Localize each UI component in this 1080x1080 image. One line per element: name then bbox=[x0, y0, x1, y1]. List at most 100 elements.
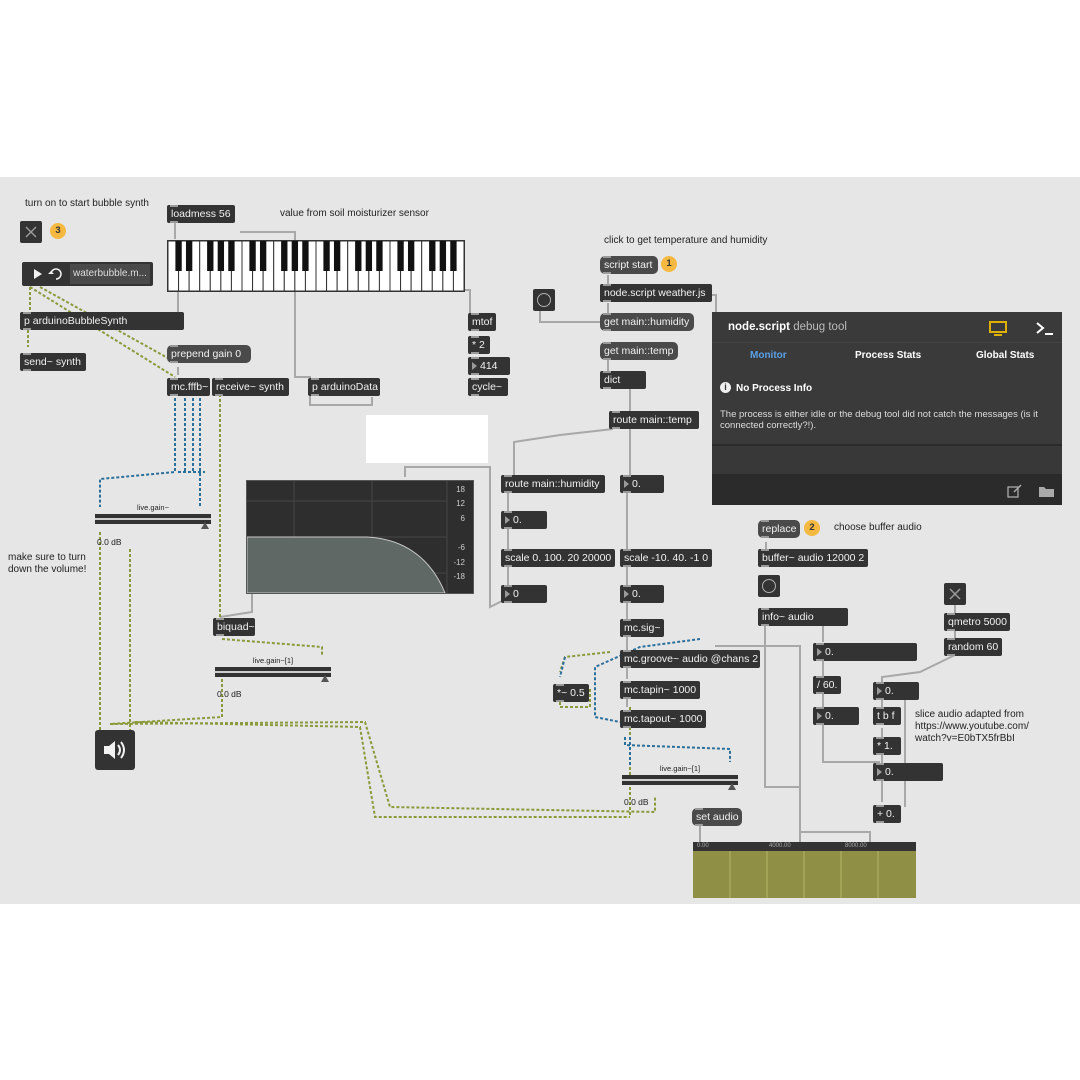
replace-message[interactable]: replace bbox=[758, 520, 800, 538]
step-badge-2: 2 bbox=[804, 520, 820, 536]
filter-scale-label: 6 bbox=[460, 514, 465, 523]
send-synth-object[interactable]: send~ synth bbox=[20, 353, 86, 371]
trigger-tbf-object[interactable]: t b f bbox=[873, 707, 901, 725]
mc-tapout-object[interactable]: mc.tapout~ 1000 bbox=[620, 710, 706, 728]
gain-slider-track[interactable] bbox=[622, 775, 738, 785]
waveform-display[interactable]: 0.00 4000.00 8000.00 bbox=[693, 842, 916, 898]
edit-icon[interactable] bbox=[1007, 484, 1023, 498]
tab-process-stats[interactable]: Process Stats bbox=[855, 350, 922, 361]
multiply-half-object[interactable]: *~ 0.5 bbox=[553, 684, 589, 702]
dict-object[interactable]: dict bbox=[600, 371, 646, 389]
piano-black-key bbox=[175, 241, 182, 271]
number-humidity-out[interactable]: 0 bbox=[501, 585, 547, 603]
gain-slider-track[interactable] bbox=[215, 667, 331, 677]
step-badge-3: 3 bbox=[50, 223, 66, 239]
tab-global-stats[interactable]: Global Stats bbox=[976, 350, 1035, 361]
bang-info[interactable] bbox=[758, 575, 780, 597]
set-audio-message[interactable]: set audio bbox=[692, 808, 742, 826]
scale-humidity-object[interactable]: scale 0. 100. 20 20000 bbox=[501, 549, 615, 567]
divide-60-object[interactable]: / 60. bbox=[813, 676, 841, 694]
piano-black-key bbox=[376, 241, 383, 271]
arduino-bubble-synth-object[interactable]: p arduinoBubbleSynth bbox=[20, 312, 184, 330]
folder-icon[interactable] bbox=[1038, 484, 1056, 498]
loadmess-object[interactable]: loadmess 56 bbox=[167, 205, 235, 223]
cycle-object[interactable]: cycle~ bbox=[468, 378, 508, 396]
monitor-icon[interactable] bbox=[988, 320, 1008, 336]
bang-button[interactable] bbox=[533, 289, 555, 311]
get-temp-message[interactable]: get main::temp bbox=[600, 342, 678, 360]
kslider-keyboard[interactable] bbox=[167, 240, 465, 292]
receive-synth-object[interactable]: receive~ synth bbox=[212, 378, 289, 396]
toggle-qmetro[interactable] bbox=[944, 583, 966, 605]
number-arrow-icon bbox=[624, 480, 629, 488]
step-badge-1: 1 bbox=[661, 256, 677, 272]
mc-tapin-object[interactable]: mc.tapin~ 1000 bbox=[620, 681, 700, 699]
scale-temp-object[interactable]: scale -10. 40. -1 0 bbox=[620, 549, 712, 567]
live-gain-main[interactable]: live.gain~ bbox=[95, 503, 211, 533]
number-arrow-icon bbox=[817, 712, 822, 720]
number-temp-out[interactable]: 0. bbox=[620, 585, 664, 603]
gain-knob-icon[interactable] bbox=[201, 522, 209, 529]
number-mult[interactable]: 0. bbox=[873, 763, 943, 781]
node-script-debug-tool: node.script debug tool Monitor Process S… bbox=[712, 312, 1062, 505]
multiply-1-object[interactable]: * 1. bbox=[873, 737, 901, 755]
number-arrow-icon bbox=[877, 687, 882, 695]
piano-black-key bbox=[291, 241, 299, 271]
info-text: The process is either idle or the debug … bbox=[720, 409, 1038, 431]
buffer-audio-object[interactable]: buffer~ audio 12000 2 bbox=[758, 549, 868, 567]
speaker-icon bbox=[104, 741, 125, 759]
live-gain-groove[interactable]: live.gain~[1] bbox=[622, 764, 738, 794]
prepend-gain-message[interactable]: prepend gain 0 bbox=[167, 345, 251, 363]
bang-circle-icon bbox=[537, 293, 551, 307]
number-414[interactable]: 414 bbox=[468, 357, 510, 375]
number-random[interactable]: 0. bbox=[873, 682, 919, 700]
get-humidity-message[interactable]: get main::humidity bbox=[600, 313, 694, 331]
multiply-2-object[interactable]: * 2 bbox=[468, 336, 490, 354]
number-arrow-icon bbox=[505, 590, 510, 598]
play-icon bbox=[34, 269, 42, 279]
script-start-message[interactable]: script start bbox=[600, 256, 658, 274]
biquad-object[interactable]: biquad~ bbox=[213, 618, 255, 636]
toggle-bubble-synth[interactable] bbox=[20, 221, 42, 243]
node-script-object[interactable]: node.script weather.js bbox=[600, 284, 712, 302]
comment-soil-sensor: value from soil moisturizer sensor bbox=[280, 208, 429, 219]
mc-groove-object[interactable]: mc.groove~ audio @chans 2 bbox=[620, 650, 760, 668]
route-temp-object[interactable]: route main::temp bbox=[609, 411, 699, 429]
loop-icon bbox=[48, 268, 62, 280]
piano-black-key bbox=[333, 241, 341, 271]
route-humidity-object[interactable]: route main::humidity bbox=[501, 475, 605, 493]
number-temp[interactable]: 0. bbox=[620, 475, 664, 493]
live-gain-label: live.gain~ bbox=[137, 503, 169, 512]
playlist-player[interactable]: waterbubble.m... bbox=[22, 262, 153, 286]
random-object[interactable]: random 60 bbox=[944, 638, 1002, 656]
info-audio-object[interactable]: info~ audio bbox=[758, 608, 848, 626]
mc-fffb-object[interactable]: mc.fffb~ bbox=[167, 378, 210, 396]
ezdac-output[interactable] bbox=[95, 730, 135, 770]
number-arrow-icon bbox=[817, 648, 822, 656]
comment-choose-buffer: choose buffer audio bbox=[834, 522, 922, 533]
piano-black-key bbox=[355, 241, 362, 271]
piano-black-key bbox=[228, 241, 235, 271]
qmetro-object[interactable]: qmetro 5000 bbox=[944, 613, 1010, 631]
number-info[interactable]: 0. bbox=[813, 643, 917, 661]
number-divide[interactable]: 0. bbox=[813, 707, 859, 725]
piano-black-key bbox=[450, 241, 457, 271]
waveform-ruler: 0.00 4000.00 8000.00 bbox=[693, 842, 916, 851]
mtof-object[interactable]: mtof bbox=[468, 313, 496, 331]
gain-knob-icon[interactable] bbox=[728, 783, 736, 790]
live-gain-biquad[interactable]: live.gain~[1] bbox=[215, 656, 331, 686]
gain-db-value: 0.0 dB bbox=[217, 689, 242, 699]
piano-black-key bbox=[397, 241, 404, 271]
number-humidity[interactable]: 0. bbox=[501, 511, 547, 529]
gain-slider-track[interactable] bbox=[95, 514, 211, 524]
terminal-icon[interactable] bbox=[1034, 320, 1056, 336]
tab-monitor[interactable]: Monitor bbox=[750, 350, 787, 361]
debug-header: node.script debug tool bbox=[712, 312, 1062, 342]
live-gain-label: live.gain~[1] bbox=[659, 764, 701, 773]
mc-sig-object[interactable]: mc.sig~ bbox=[620, 619, 664, 637]
arduino-data-object[interactable]: p arduinoData bbox=[308, 378, 380, 396]
plus-0-object[interactable]: + 0. bbox=[873, 805, 901, 823]
gain-knob-icon[interactable] bbox=[321, 675, 329, 682]
filter-scale-label: -6 bbox=[457, 543, 465, 552]
